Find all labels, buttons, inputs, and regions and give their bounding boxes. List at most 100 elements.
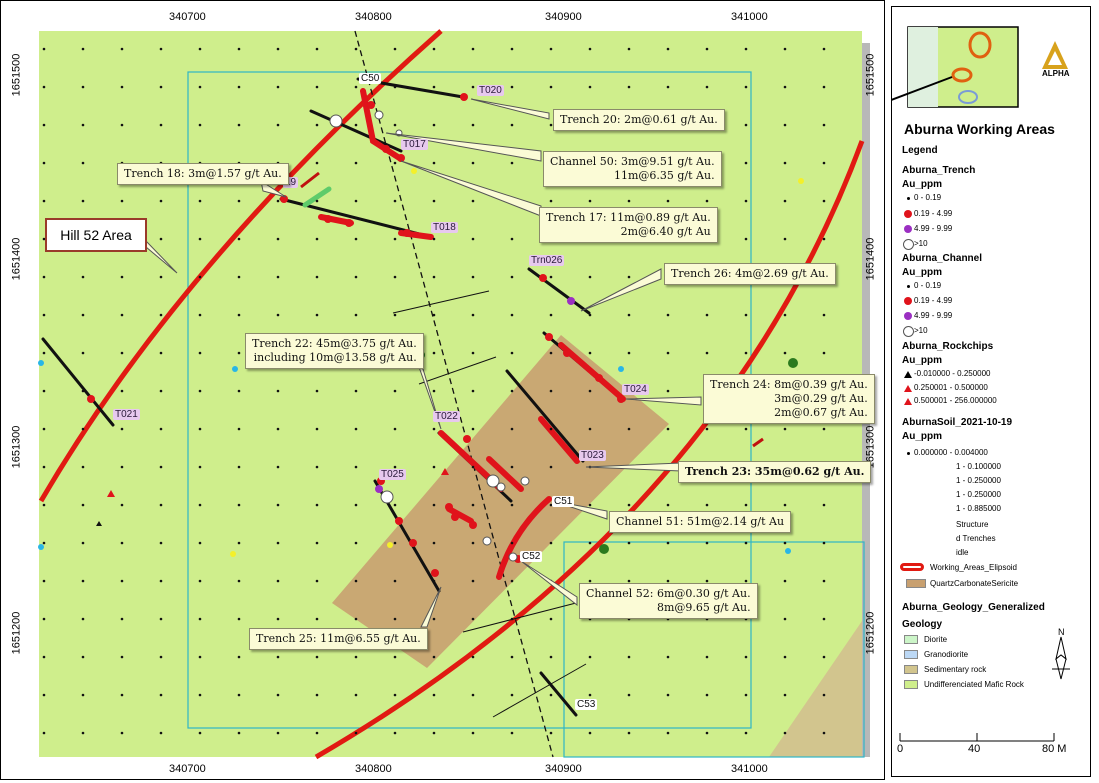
- soil-sample-dot: [315, 617, 319, 621]
- soil-sample-dot: [159, 503, 163, 507]
- soil-sample-dot: [198, 47, 202, 51]
- rockchips-field: Au_ppm: [902, 355, 942, 366]
- soil-sample-dot: [42, 503, 46, 507]
- soil-sample-dot: [42, 47, 46, 51]
- soil-sample-dot: [120, 427, 124, 431]
- soil-sample-dot: [354, 199, 358, 203]
- soil-sample-dot: [81, 541, 85, 545]
- soil-sample-dot: [120, 351, 124, 355]
- soil-sample-dot: [315, 655, 319, 659]
- ellipsoid-west-arc: [38, 29, 443, 503]
- north-label: N: [1058, 627, 1065, 637]
- soil-sample-dot: [432, 427, 436, 431]
- soil-sample-dot: [588, 579, 592, 583]
- soil-sample-dot: [42, 351, 46, 355]
- soil-sample-dot: [81, 389, 85, 393]
- soil-sample-dot: [432, 693, 436, 697]
- soil-sample-dot: [510, 579, 514, 583]
- soil-sample-dot: [783, 655, 787, 659]
- high-grade-segments: [318, 88, 626, 580]
- soil-sample-dot: [393, 579, 397, 583]
- soil-sample-dot: [198, 655, 202, 659]
- geology-class: Granodiorite: [924, 650, 969, 659]
- callout-line: Trench 20: 2m@0.61 g/t Au.: [560, 113, 718, 126]
- diorite-swatch: [904, 635, 918, 644]
- soil-sample-dot: [354, 579, 358, 583]
- soil-sample-dot: [198, 617, 202, 621]
- soil-sample-dot: [120, 199, 124, 203]
- legend-class: 0.19 - 4.99: [914, 296, 953, 305]
- soil-sample-dot: [549, 655, 553, 659]
- soil-sample-dot: [471, 465, 475, 469]
- legend-class: 0.000000 - 0.004000: [914, 448, 988, 457]
- soil-sample-dot: [237, 731, 241, 735]
- soil-sample-dot: [783, 85, 787, 89]
- inset-ellipsoid: [968, 31, 992, 59]
- soil-sample-dot: [744, 655, 748, 659]
- ellipsoid-legend-icon: [900, 563, 924, 571]
- soil-sample-dot: [471, 351, 475, 355]
- soil-sample-dot: [432, 199, 436, 203]
- x-tick-top: 340800: [355, 11, 392, 23]
- soil-sample-dot: [237, 503, 241, 507]
- legend-header-graphics: [892, 26, 1068, 108]
- soil-sample-dot: [627, 655, 631, 659]
- trench-label: T021: [113, 409, 140, 420]
- dike-features: [302, 186, 332, 208]
- soil-sample-dot: [315, 161, 319, 165]
- soil-sample-dot: [588, 199, 592, 203]
- soil-sample-dot: [198, 351, 202, 355]
- legend-title: Aburna Working Areas: [904, 121, 1055, 137]
- soil-sample-dot: [666, 655, 670, 659]
- soil-sample-dot: [315, 47, 319, 51]
- soil-sample-dot: [666, 427, 670, 431]
- soil-sample-dot: [42, 693, 46, 697]
- soil-sample-dot: [81, 161, 85, 165]
- working-frame-sub: [563, 541, 865, 758]
- soil-sample-dot: [822, 123, 826, 127]
- soil-sample-dot: [822, 617, 826, 621]
- soil-sample-dot: [276, 427, 280, 431]
- soil-sample-dot: [471, 579, 475, 583]
- soil-sample-dot: [393, 313, 397, 317]
- callout-trench-25: Trench 25: 11m@6.55 g/t Au.: [249, 628, 428, 650]
- y-tick-left: 1651400: [10, 237, 23, 281]
- soil-sample-dot: [627, 351, 631, 355]
- soil-sample-dot: [159, 275, 163, 279]
- soil-sample-dot: [744, 313, 748, 317]
- triangle-red-icon: [904, 398, 912, 405]
- soil-sample-dot: [705, 731, 709, 735]
- scale-bar: [899, 733, 1055, 742]
- callout-trench-20: Trench 20: 2m@0.61 g/t Au.: [553, 109, 725, 131]
- soil-sample-dot: [42, 465, 46, 469]
- callout-trench-23: Trench 23: 35m@0.62 g/t Au.: [678, 461, 872, 483]
- soil-sample-dot: [744, 47, 748, 51]
- callout-line: Channel 51: 51m@2.14 g/t Au: [616, 515, 785, 528]
- callout-line: 11m@6.35 g/t Au.: [613, 169, 715, 182]
- callout-channel-52: Channel 52: 6m@0.30 g/t Au. 8m@9.65 g/t …: [579, 583, 758, 619]
- trench-field: Au_ppm: [902, 179, 942, 190]
- soil-sample-dot: [120, 617, 124, 621]
- soil-sample-dot: [471, 617, 475, 621]
- soil-sample-dot: [549, 199, 553, 203]
- soil-sample-dot: [783, 199, 787, 203]
- logo-text: ALPHA: [1042, 69, 1070, 78]
- soil-sample-dot: [588, 427, 592, 431]
- soil-sample-dot: [354, 389, 358, 393]
- callout-line: 2m@6.40 g/t Au: [620, 225, 711, 238]
- callout-trench-24: Trench 24: 8m@0.39 g/t Au. 3m@0.29 g/t A…: [703, 374, 875, 424]
- soil-sample-dot: [666, 693, 670, 697]
- callout-line: 3m@0.29 g/t Au.: [774, 392, 868, 405]
- callout-line: Trench 17: 11m@0.89 g/t Au.: [546, 211, 711, 224]
- soil-sample-dot: [783, 617, 787, 621]
- soil-sample-dot: [588, 655, 592, 659]
- channel-field: Au_ppm: [902, 267, 942, 278]
- soil-sample-dot: [198, 123, 202, 127]
- legend-class: 4.99 - 9.99: [914, 224, 953, 233]
- soil-sample-dot: [432, 541, 436, 545]
- trench-label: T022: [433, 411, 460, 422]
- callout-line: Trench 25: 11m@6.55 g/t Au.: [256, 632, 421, 645]
- soil-sample-dot: [744, 579, 748, 583]
- small-red-features: [300, 171, 764, 448]
- legend-class: 0.19 - 4.99: [914, 209, 953, 218]
